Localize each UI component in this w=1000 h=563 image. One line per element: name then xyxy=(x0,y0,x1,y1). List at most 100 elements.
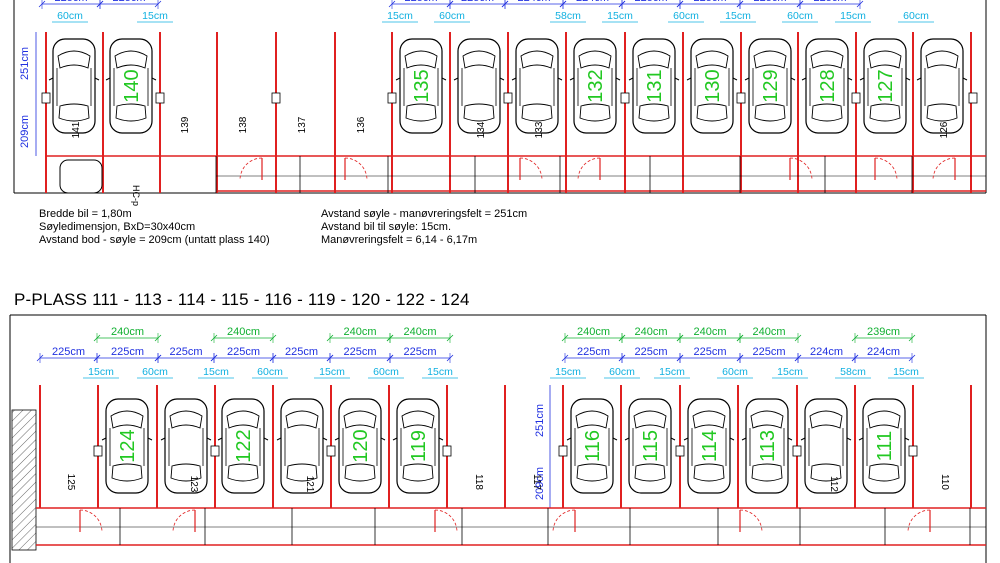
spot-136: 136 xyxy=(356,116,367,133)
dim-blue: 225cm xyxy=(111,346,144,358)
dim-mid: 60cm xyxy=(903,10,929,22)
spot-126: 126 xyxy=(939,121,950,138)
door-swing xyxy=(552,509,576,533)
note-car-column-distance: Avstand bil til søyle: 15cm. xyxy=(321,221,452,233)
spot-141: 141 xyxy=(71,121,82,138)
hc-label: HC-p xyxy=(131,185,141,206)
hatched-wall xyxy=(11,409,37,551)
door-swing xyxy=(789,157,813,181)
dim-mid: 15cm xyxy=(725,10,751,22)
dim-top: 225cm xyxy=(461,0,494,4)
dim-green: 240cm xyxy=(752,326,785,338)
spot-125: 125 xyxy=(65,474,76,491)
dim-cyan: 60cm xyxy=(609,366,635,378)
dim-blue: 224cm xyxy=(810,346,843,358)
spot-119: 119 xyxy=(408,430,430,462)
dim-top: 225cm xyxy=(634,0,667,4)
dim-cyan: 60cm xyxy=(373,366,399,378)
column xyxy=(210,445,220,457)
spot-114: 114 xyxy=(699,430,721,462)
spot-130: 130 xyxy=(702,69,724,102)
dim-cyan: 15cm xyxy=(88,366,114,378)
note-maneuver-field: Manøvreringsfelt = 6,14 - 6,17m xyxy=(321,234,478,246)
note-car-width: Bredde bil = 1,80m xyxy=(39,208,132,220)
dim-green: 240cm xyxy=(577,326,610,338)
dim-blue: 225cm xyxy=(693,346,726,358)
dim-cyan: 60cm xyxy=(257,366,283,378)
dim-top: 225cm xyxy=(813,0,846,4)
dim-mid: 60cm xyxy=(57,10,83,22)
spot-133: 133 xyxy=(534,121,545,138)
spot-129: 129 xyxy=(760,69,782,102)
spot-115: 115 xyxy=(640,430,662,462)
column xyxy=(155,92,165,104)
dim-green: 239cm xyxy=(867,326,900,338)
dim-mid: 60cm xyxy=(673,10,699,22)
spot-135: 135 xyxy=(411,69,433,102)
dim-cyan: 15cm xyxy=(203,366,229,378)
dim-mid: 60cm xyxy=(439,10,465,22)
column xyxy=(41,92,51,104)
dim-green: 240cm xyxy=(343,326,376,338)
dim-green: 240cm xyxy=(693,326,726,338)
column xyxy=(503,92,513,104)
spot-122: 122 xyxy=(233,429,255,462)
dim-green: 240cm xyxy=(403,326,436,338)
spot-113: 113 xyxy=(757,430,779,462)
car xyxy=(48,38,100,134)
column xyxy=(620,92,630,104)
dim-top: 225cm xyxy=(693,0,726,4)
note-storage-column-distance: Avstand bod - søyle = 209cm (untatt plas… xyxy=(39,234,270,246)
dim-blue: 225cm xyxy=(577,346,610,358)
spot-110: 110 xyxy=(939,474,950,490)
dim-mid: 15cm xyxy=(607,10,633,22)
spot-120: 120 xyxy=(350,429,372,462)
door-swing xyxy=(907,509,931,533)
dim-blue: 225cm xyxy=(52,346,85,358)
dim-cyan: 15cm xyxy=(893,366,919,378)
dim-top: 225cm xyxy=(753,0,786,4)
column xyxy=(792,445,802,457)
column xyxy=(851,92,861,104)
door-swing xyxy=(577,157,601,181)
dim-top: 225cm xyxy=(54,0,87,4)
column xyxy=(908,445,918,457)
door-swing xyxy=(79,509,103,533)
notes-col2: Avstand søyle - manøvreringsfelt = 251cm… xyxy=(321,208,527,247)
spot-111: 111 xyxy=(874,431,896,461)
dim-cyan: 60cm xyxy=(142,366,168,378)
spot-132: 132 xyxy=(585,69,607,102)
spot-134: 134 xyxy=(476,121,487,138)
column xyxy=(675,445,685,457)
spot-137: 137 xyxy=(297,116,308,133)
dim-blue: 225cm xyxy=(403,346,436,358)
dim-blue: 224cm xyxy=(867,346,900,358)
dim-left-209: 209cm xyxy=(534,467,546,500)
dim-mid: 60cm xyxy=(787,10,813,22)
dim-blue: 225cm xyxy=(343,346,376,358)
column xyxy=(736,92,746,104)
column xyxy=(442,445,452,457)
dim-mid: 15cm xyxy=(840,10,866,22)
door-swing xyxy=(434,509,458,533)
dim-top: 225cm xyxy=(112,0,145,4)
car xyxy=(276,398,328,494)
dim-cyan: 60cm xyxy=(722,366,748,378)
dim-top: 225cm xyxy=(404,0,437,4)
dim-cyan: 15cm xyxy=(555,366,581,378)
dim-blue: 225cm xyxy=(227,346,260,358)
section-title: P-PLASS 111 - 113 - 114 - 115 - 116 - 11… xyxy=(14,290,470,309)
dim-green: 240cm xyxy=(227,326,260,338)
note-column-dimension: Søyledimensjon, BxD=30x40cm xyxy=(39,221,196,233)
dim-top: 224cm xyxy=(576,0,609,4)
column xyxy=(558,445,568,457)
dim-mid: 15cm xyxy=(387,10,413,22)
spot-118: 118 xyxy=(473,474,484,490)
car xyxy=(453,38,505,134)
column xyxy=(326,445,336,457)
spot-127: 127 xyxy=(875,69,897,102)
door-swing xyxy=(519,157,543,181)
column xyxy=(93,445,103,457)
car xyxy=(511,38,563,134)
